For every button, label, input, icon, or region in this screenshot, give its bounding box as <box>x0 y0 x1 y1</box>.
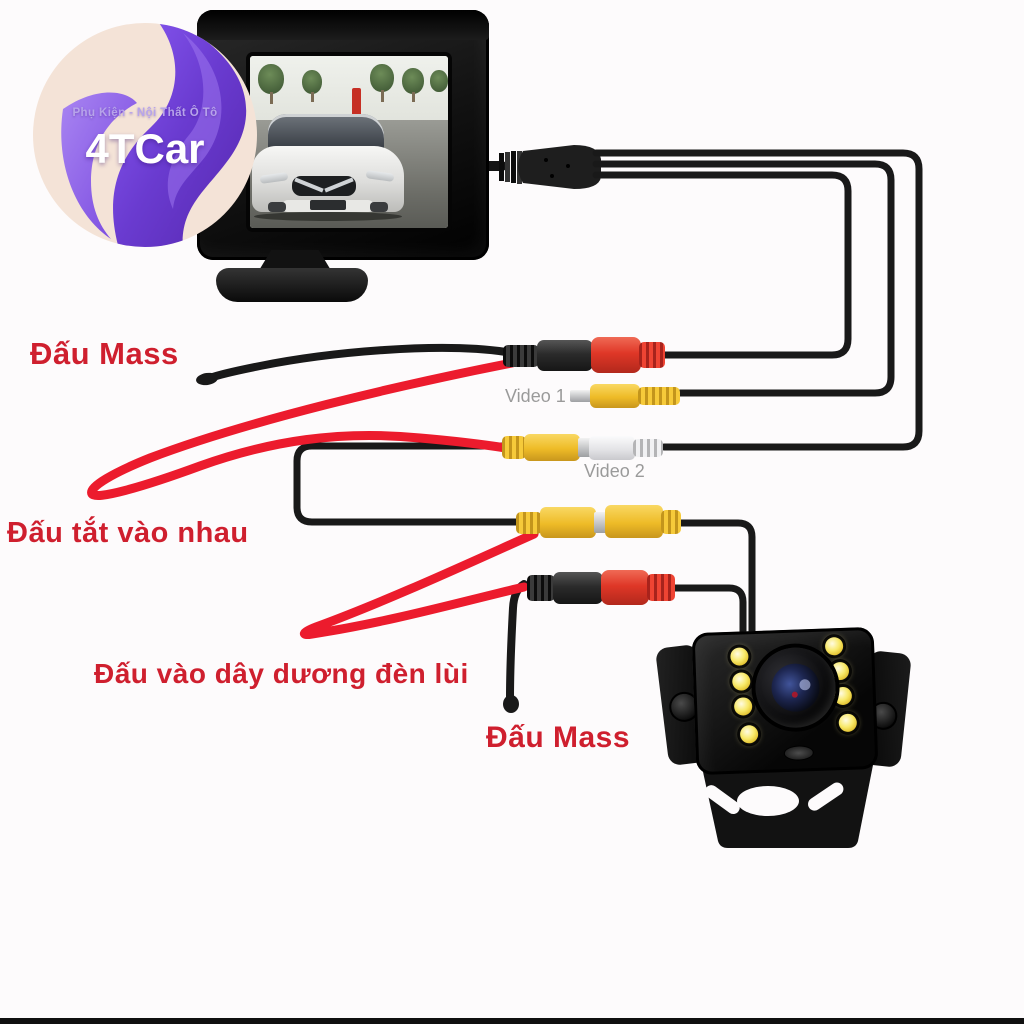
video1-rca-tip <box>570 390 592 402</box>
camera-body <box>691 626 879 776</box>
camera-led <box>838 713 858 733</box>
lens-glint <box>799 679 811 691</box>
camera-lens <box>754 646 837 729</box>
row3-right-ribs <box>661 510 681 534</box>
car-on-screen <box>252 114 410 226</box>
red-twist-loop <box>87 358 517 501</box>
monitor-stand-base <box>216 268 368 302</box>
row4-red-taper <box>647 574 675 601</box>
camera-led <box>731 672 751 691</box>
row2-metal-ring <box>578 438 591 457</box>
label-twist: Đấu tắt vào nhau <box>7 517 249 549</box>
red-wires <box>87 358 539 639</box>
wire-video1-run <box>592 160 895 397</box>
tree <box>430 70 448 92</box>
label-video2: Video 2 <box>584 461 645 481</box>
camera-bracket <box>700 758 874 848</box>
tree-trunk <box>381 90 384 102</box>
monitor-sunshade <box>197 10 489 40</box>
camera-badge-oval <box>783 745 815 762</box>
harness-wires <box>592 149 923 451</box>
video1-rca-plug-yellow <box>590 384 640 408</box>
row3-left-ribs <box>516 512 542 534</box>
row2-rca-female-yellow <box>524 434 580 461</box>
row4-dc-male-red <box>601 570 649 605</box>
tree-trunk <box>412 92 415 102</box>
video1-rca-ribs <box>638 387 680 405</box>
row2-rca-male-white <box>589 436 635 460</box>
row4-strain-relief <box>527 575 555 601</box>
row1-strain-relief <box>503 345 539 367</box>
car-shadow <box>254 212 402 221</box>
splitter-body <box>518 145 601 189</box>
car-fog-left <box>268 202 286 212</box>
tree <box>302 70 322 94</box>
ground-wire-bottom <box>506 580 528 702</box>
camera-led <box>730 647 749 666</box>
row1-dc-male-red <box>591 337 641 373</box>
logo-brand: 4TCar <box>85 125 205 172</box>
ground-wire-top <box>206 343 510 382</box>
tree-trunk <box>311 92 314 102</box>
tree <box>402 68 424 94</box>
monitor-screen <box>250 56 448 228</box>
bottom-black-strip <box>0 1018 1024 1024</box>
red-pillar <box>352 88 361 128</box>
monitor-stand-neck <box>258 250 332 272</box>
label-mass-top: Đấu Mass <box>30 336 179 371</box>
car-fog-right <box>370 202 388 212</box>
row3-metal-joint <box>594 512 607 533</box>
tree-trunk <box>270 92 273 104</box>
logo-tagline: Phụ Kiện - Nội Thất Ô Tô <box>72 107 218 119</box>
label-mass-bottom: Đấu Mass <box>486 721 631 754</box>
camera-led <box>824 636 844 656</box>
camera-video-wire <box>674 519 756 650</box>
car-plate <box>310 200 346 210</box>
row1-red-taper <box>639 342 665 368</box>
row4-dc-female-black <box>553 572 603 604</box>
red-reverse-wire <box>300 529 539 639</box>
tree <box>258 64 284 94</box>
camera-lens-glass <box>770 662 821 713</box>
wire-power-run <box>592 171 852 359</box>
label-reverse: Đấu vào dây dương đèn lùi <box>94 658 469 689</box>
brand-logo: Phụ Kiện - Nội Thất Ô Tô 4TCar <box>33 23 257 247</box>
camera-led <box>739 724 759 744</box>
label-video1: Video 1 <box>505 386 566 406</box>
logo-swirl <box>61 23 247 247</box>
lens-red-speck <box>791 691 798 698</box>
extension-cable-loop <box>293 442 524 526</box>
camera-led <box>833 686 853 706</box>
wire-video2-run <box>592 149 923 451</box>
camera-power-wire <box>671 584 747 654</box>
row2-white-ribs <box>633 439 663 457</box>
row3-rca-female-yellow <box>605 505 663 538</box>
row3-rca-male-yellow <box>540 507 596 538</box>
row2-rca-female-threads <box>502 436 526 459</box>
tree <box>370 64 394 92</box>
camera-led <box>733 697 753 716</box>
row1-dc-female-black <box>537 340 593 371</box>
car-grille <box>292 176 356 196</box>
